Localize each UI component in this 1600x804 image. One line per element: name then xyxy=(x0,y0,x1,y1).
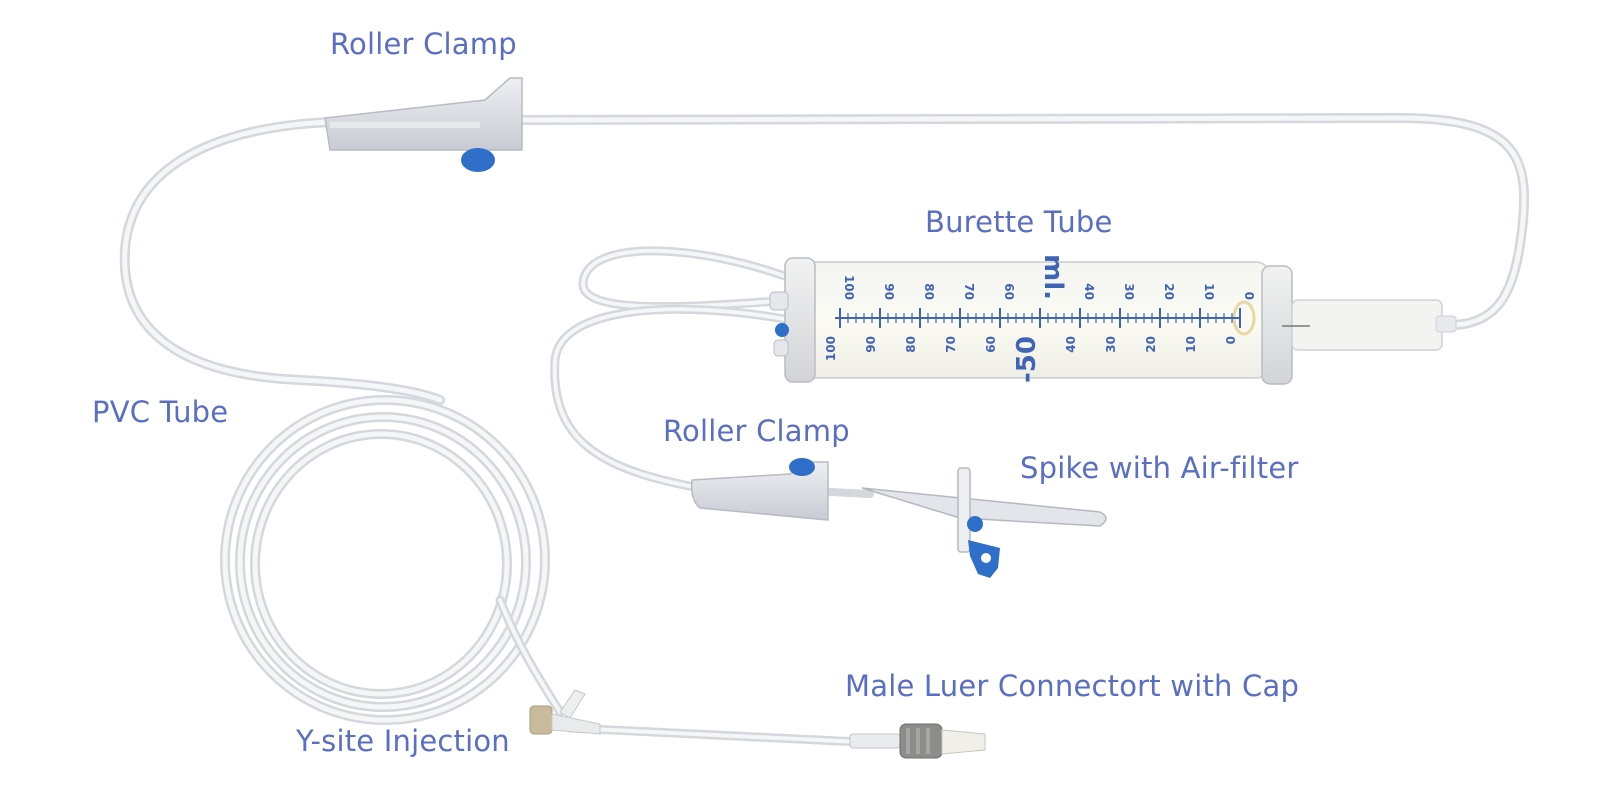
spike-with-air-filter xyxy=(861,467,1107,578)
scale-number-top: 10 xyxy=(1202,283,1216,300)
scale-number-bottom: 80 xyxy=(904,336,918,353)
label-roller-clamp-middle: Roller Clamp xyxy=(663,414,850,448)
label-roller-clamp-top: Roller Clamp xyxy=(330,27,517,61)
pvc-tube xyxy=(119,112,1529,747)
scale-number-bottom: 20 xyxy=(1144,336,1158,353)
scale-number-top: 60 xyxy=(1002,283,1016,300)
scale-number-top: 80 xyxy=(922,283,936,300)
scale-number-top: 20 xyxy=(1162,283,1176,300)
label-y-site-injection: Y-site Injection xyxy=(296,724,510,758)
roller-clamp-middle xyxy=(690,458,829,521)
burette-scale xyxy=(839,308,1241,328)
scale-number-bottom: -50 xyxy=(1012,336,1042,383)
label-spike-air-filter: Spike with Air-filter xyxy=(1020,451,1299,485)
scale-number-top: 0 xyxy=(1242,292,1256,300)
scale-number-top: 40 xyxy=(1082,283,1096,300)
roller-wheel-icon xyxy=(789,458,815,476)
scale-number-top: 100 xyxy=(842,275,856,300)
scale-number-top: 30 xyxy=(1122,283,1136,300)
scale-number-top: 90 xyxy=(882,283,896,300)
scale-number-bottom: 60 xyxy=(984,336,998,353)
scale-number-bottom: 100 xyxy=(824,336,838,361)
roller-wheel-icon xyxy=(461,148,495,172)
scale-number-top: ml. xyxy=(1038,254,1068,300)
male-luer-connector xyxy=(849,723,986,759)
scale-number-bottom: 30 xyxy=(1104,336,1118,353)
scale-number-top: 70 xyxy=(962,283,976,300)
scale-number-bottom: 0 xyxy=(1224,336,1238,344)
scale-number-bottom: 10 xyxy=(1184,336,1198,353)
roller-clamp-top xyxy=(324,77,523,172)
label-burette-tube: Burette Tube xyxy=(925,205,1113,239)
scale-number-bottom: 90 xyxy=(864,336,878,353)
scale-number-bottom: 70 xyxy=(944,336,958,353)
y-site-injection xyxy=(529,689,601,735)
label-male-luer-connector: Male Luer Connectort with Cap xyxy=(845,669,1300,703)
label-pvc-tube: PVC Tube xyxy=(92,395,229,429)
scale-number-bottom: 40 xyxy=(1064,336,1078,353)
